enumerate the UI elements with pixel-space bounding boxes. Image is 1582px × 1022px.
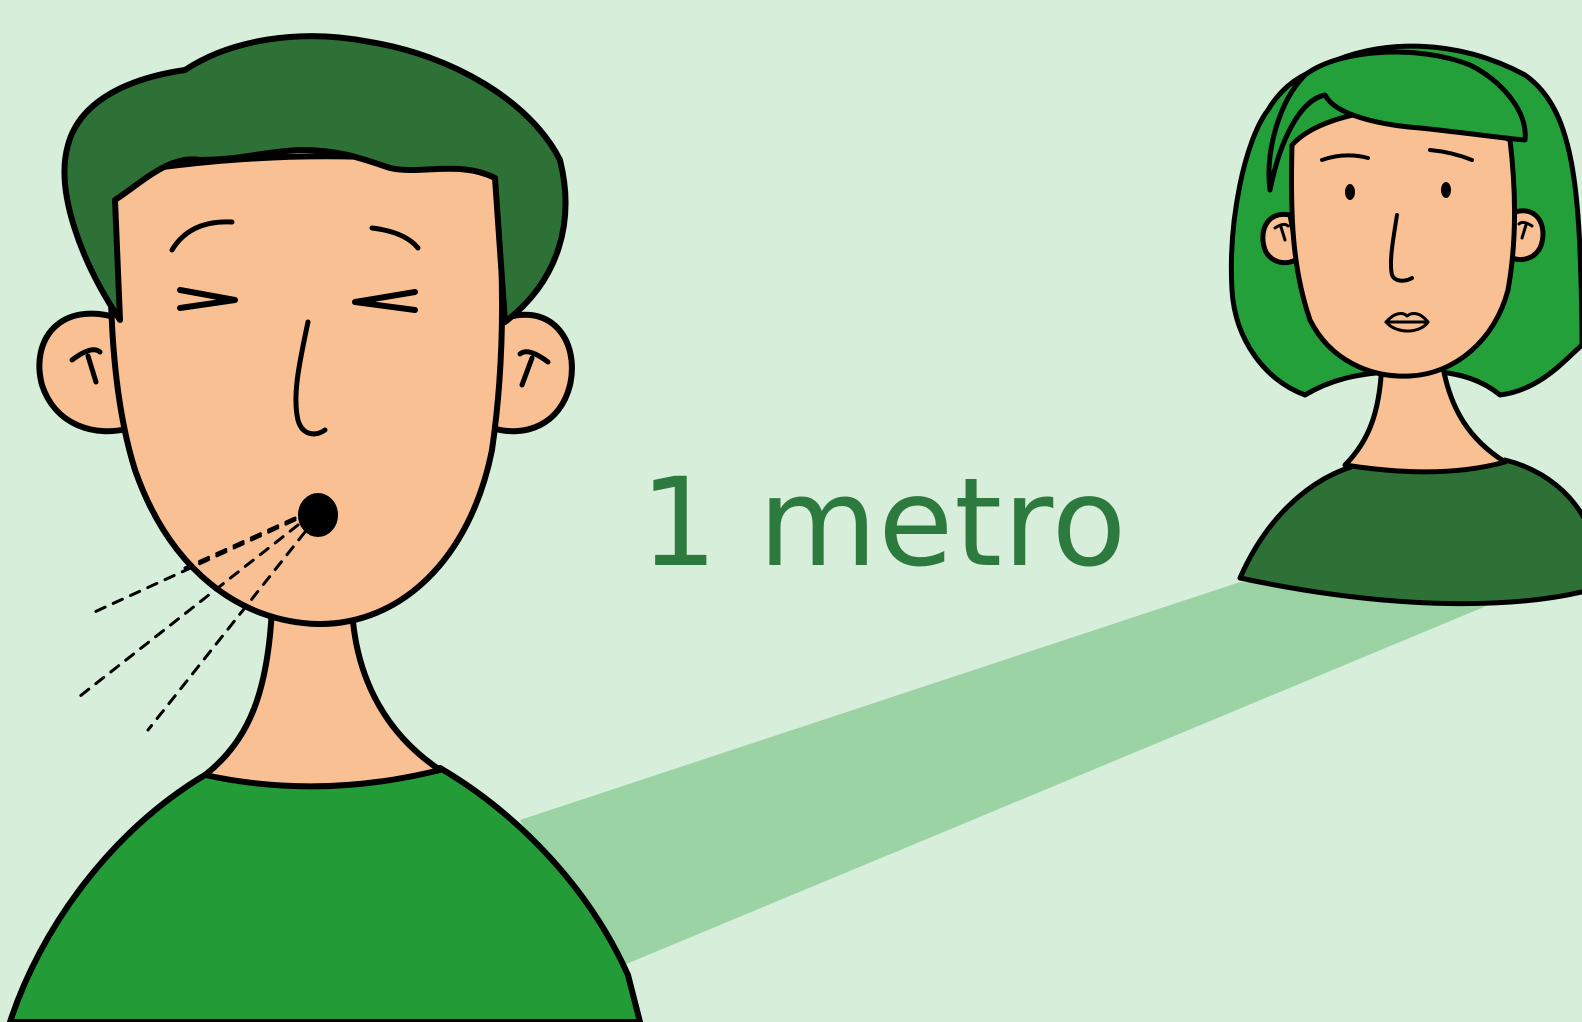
distance-label: 1 metro (640, 462, 1127, 584)
woman-right-eye (1441, 182, 1451, 198)
distance-band (520, 582, 1520, 975)
sneezing-man (10, 36, 640, 1022)
man-face (110, 156, 502, 624)
woman-face (1291, 110, 1514, 376)
man-shirt (10, 768, 640, 1022)
man-mouth (301, 496, 335, 534)
woman (1231, 46, 1582, 604)
woman-left-eye (1345, 184, 1355, 200)
woman-shirt (1240, 460, 1582, 604)
man-neck (205, 608, 440, 786)
